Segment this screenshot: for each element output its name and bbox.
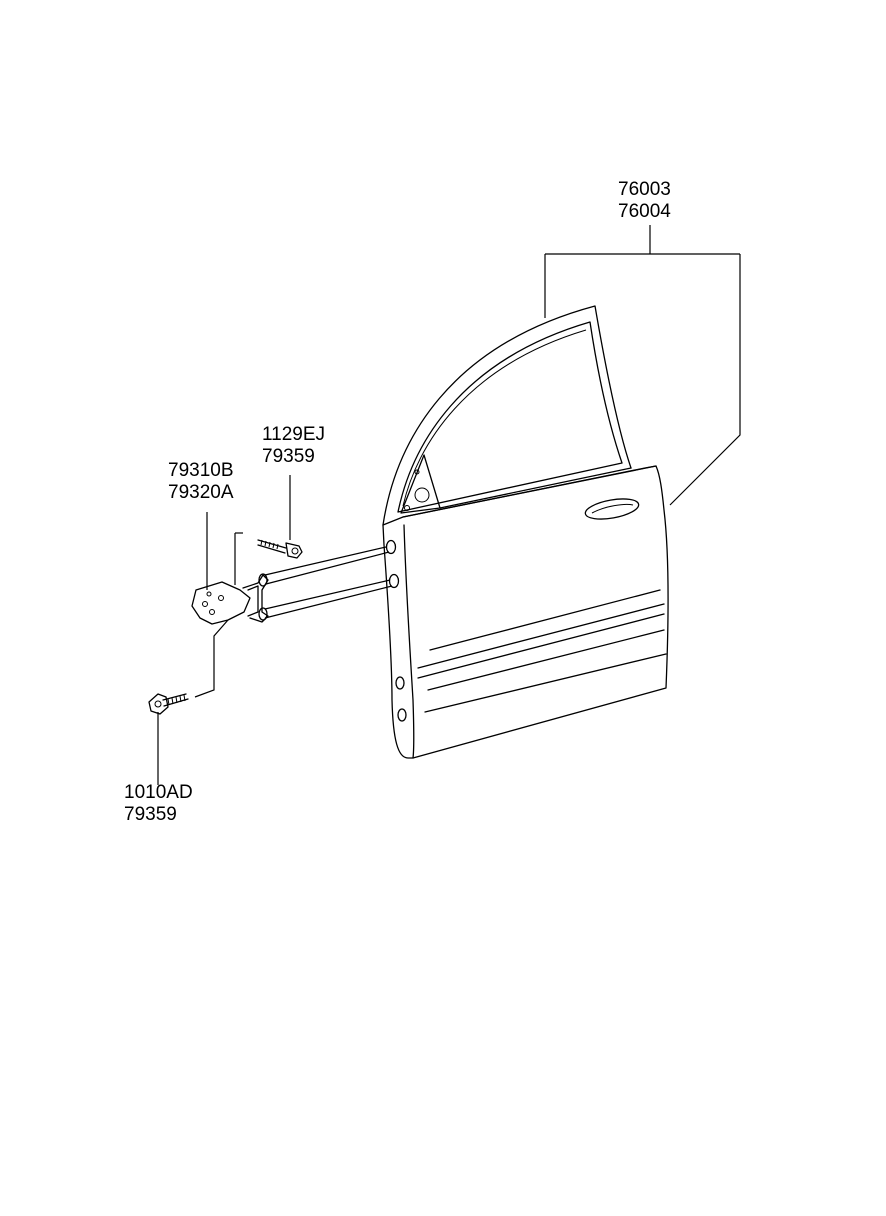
label-hinge-line2: 79320A <box>168 482 234 503</box>
label-lower-bolt-part-numbers: 1010AD 79359 <box>124 782 193 826</box>
label-lower-bolt-line1: 1010AD <box>124 782 193 803</box>
label-door-line2: 76004 <box>618 201 671 222</box>
label-upper-bolt-line1: 1129EJ <box>262 424 326 445</box>
label-upper-bolt-part-numbers: 1129EJ 79359 <box>262 424 325 468</box>
hinge-plate <box>191 581 251 625</box>
lower-hinge-bolt <box>148 693 189 785</box>
door-handle <box>584 498 640 520</box>
label-door-line1: 76003 <box>618 179 671 200</box>
label-door-part-numbers: 76003 76004 <box>618 179 671 223</box>
door-outer-skin <box>382 465 669 759</box>
label-hinge-line1: 79310B <box>168 460 234 481</box>
upper-hinge-bolt <box>257 475 303 559</box>
front-door-panel <box>382 305 669 759</box>
door-hinge <box>191 512 393 698</box>
door-window-frame-outer <box>382 305 632 526</box>
label-upper-bolt-line2: 79359 <box>262 446 315 467</box>
door-leader <box>544 225 741 506</box>
door-window-frame-inner <box>397 321 623 513</box>
label-lower-bolt-line2: 79359 <box>124 804 177 825</box>
mirror-mount-corner <box>400 454 441 514</box>
label-hinge-part-numbers: 79310B 79320A <box>168 460 234 504</box>
